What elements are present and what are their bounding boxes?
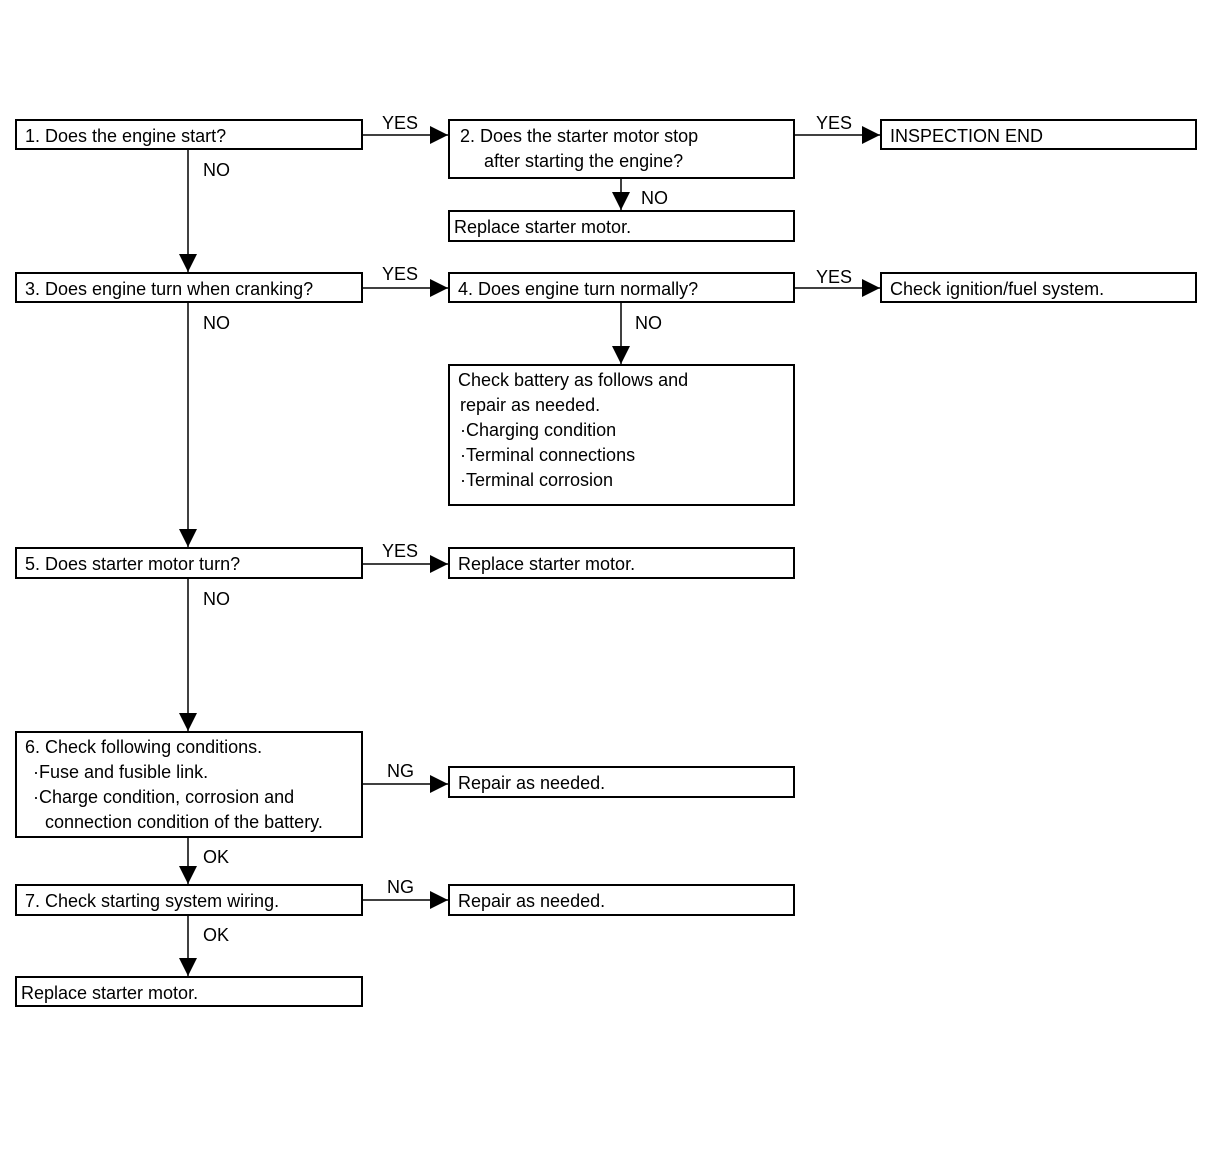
check-battery-item: ·Terminal corrosion (460, 470, 614, 490)
label-ng-7-repair: NG (387, 877, 414, 897)
inspection-end-text: INSPECTION END (890, 126, 1044, 146)
step-6-box: 6. Check following conditions. ·Fuse and… (15, 731, 363, 838)
check-battery-item: ·Terminal connections (460, 445, 636, 465)
check-battery-line1: Check battery as follows and (458, 370, 689, 390)
step-2-line2: after starting the engine? (484, 151, 684, 171)
replace-starter-box-3: Replace starter motor. (15, 976, 363, 1007)
check-battery-box: Check battery as follows and repair as n… (448, 364, 795, 506)
inspection-end-box: INSPECTION END (880, 119, 1197, 150)
step-1-box: 1. Does the engine start? (15, 119, 363, 150)
step-5-text: 5. Does starter motor turn? (25, 554, 241, 574)
check-battery-line2: repair as needed. (460, 395, 601, 415)
step-3-text: 3. Does engine turn when cranking? (25, 279, 314, 299)
step-6-item: ·Charge condition, corrosion and (33, 787, 295, 807)
step-7-box: 7. Check starting system wiring. (15, 884, 363, 916)
replace-starter-box-1: Replace starter motor. (448, 210, 795, 242)
step-3-box: 3. Does engine turn when cranking? (15, 272, 363, 303)
step-6-item: connection condition of the battery. (45, 812, 323, 832)
label-yes-2-end: YES (816, 113, 853, 133)
label-yes-5-replace: YES (382, 541, 419, 561)
repair-box-2: Repair as needed. (448, 884, 795, 916)
step-1-text: 1. Does the engine start? (25, 126, 227, 146)
label-no-5-6: NO (203, 589, 230, 609)
replace-starter-text-3: Replace starter motor. (21, 983, 199, 1003)
step-6-line1: 6. Check following conditions. (25, 737, 263, 757)
label-ng-6-repair: NG (387, 761, 414, 781)
step-2-box: 2. Does the starter motor stop after sta… (448, 119, 795, 179)
replace-starter-text-1: Replace starter motor. (454, 217, 632, 237)
label-yes-4-ignition: YES (816, 267, 853, 287)
repair-box-1: Repair as needed. (448, 766, 795, 798)
label-ok-6-7: OK (203, 847, 230, 867)
check-battery-item: ·Charging condition (460, 420, 617, 440)
label-no-3-5: NO (203, 313, 230, 333)
check-ignition-box: Check ignition/fuel system. (880, 272, 1197, 303)
step-6-item: ·Fuse and fusible link. (33, 762, 209, 782)
repair-text-2: Repair as needed. (458, 891, 606, 911)
repair-text-1: Repair as needed. (458, 773, 606, 793)
label-yes-1-2: YES (382, 113, 419, 133)
step-4-box: 4. Does engine turn normally? (448, 272, 795, 303)
step-7-text: 7. Check starting system wiring. (25, 891, 280, 911)
label-yes-3-4: YES (382, 264, 419, 284)
step-5-box: 5. Does starter motor turn? (15, 547, 363, 579)
step-2-line1: 2. Does the starter motor stop (460, 126, 699, 146)
label-no-4-battery: NO (635, 313, 662, 333)
label-ok-7-replace: OK (203, 925, 230, 945)
check-ignition-text: Check ignition/fuel system. (890, 279, 1105, 299)
replace-starter-box-2: Replace starter motor. (448, 547, 795, 579)
label-no-1-3: NO (203, 160, 230, 180)
label-no-2-replace: NO (641, 188, 668, 208)
step-4-text: 4. Does engine turn normally? (458, 279, 699, 299)
replace-starter-text-2: Replace starter motor. (458, 554, 636, 574)
